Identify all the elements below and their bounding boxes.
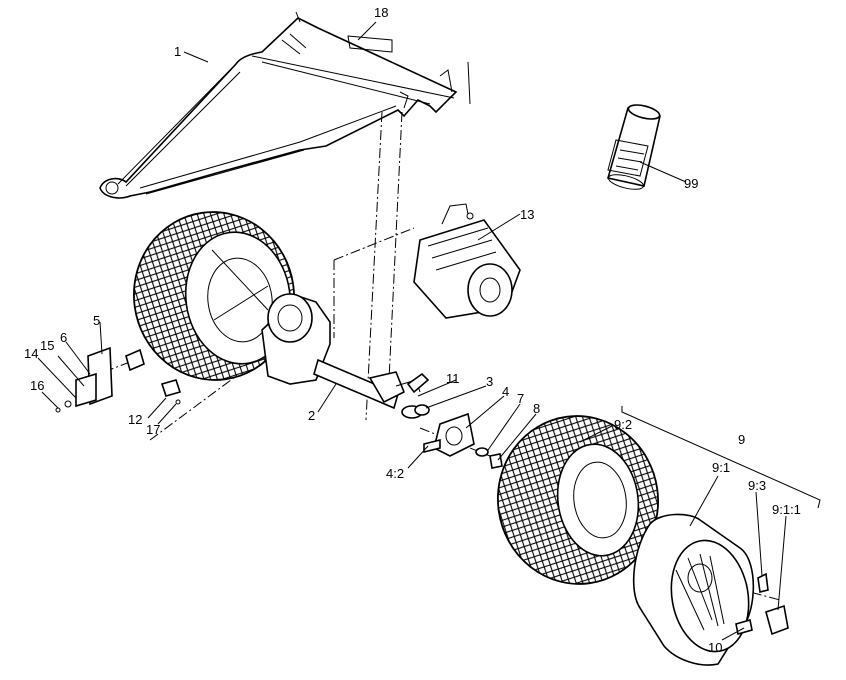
callout-2: 2 <box>308 408 315 423</box>
callout-7: 7 <box>517 391 524 406</box>
callout-12: 12 <box>128 412 142 427</box>
callout-3: 3 <box>486 374 493 389</box>
callout-99: 99 <box>684 176 698 191</box>
callout-1: 1 <box>174 44 181 59</box>
callout-4-2: 4:2 <box>386 466 404 481</box>
callout-17: 17 <box>146 422 160 437</box>
callout-9-3: 9:3 <box>748 478 766 493</box>
callout-5: 5 <box>93 313 100 328</box>
group-bracket <box>621 406 821 509</box>
callout-11: 11 <box>446 371 460 386</box>
callout-8: 8 <box>533 401 540 416</box>
callout-labels: 1 18 99 13 5 6 15 14 16 12 17 2 11 3 4 7… <box>24 5 801 655</box>
rim-part <box>632 513 789 666</box>
frame-part <box>99 11 471 199</box>
spray-can-part <box>606 104 661 190</box>
callout-6: 6 <box>60 330 67 345</box>
right-tire-part <box>497 415 659 585</box>
callout-4: 4 <box>502 384 509 399</box>
callout-9-1: 9:1 <box>712 460 730 475</box>
callout-13: 13 <box>520 207 534 222</box>
callout-15: 15 <box>40 338 54 353</box>
callout-9-2: 9:2 <box>614 417 632 432</box>
callout-14: 14 <box>24 346 38 361</box>
callout-9: 9 <box>738 432 745 447</box>
callout-16: 16 <box>30 378 44 393</box>
hub-parts <box>406 372 503 469</box>
callout-10: 10 <box>708 640 722 655</box>
leader-lines <box>37 21 787 641</box>
callout-9-1-1: 9:1:1 <box>772 502 801 517</box>
bracket-parts <box>55 346 182 413</box>
transaxle-part <box>261 293 423 419</box>
callout-18: 18 <box>374 5 388 20</box>
motor-part <box>413 203 521 319</box>
